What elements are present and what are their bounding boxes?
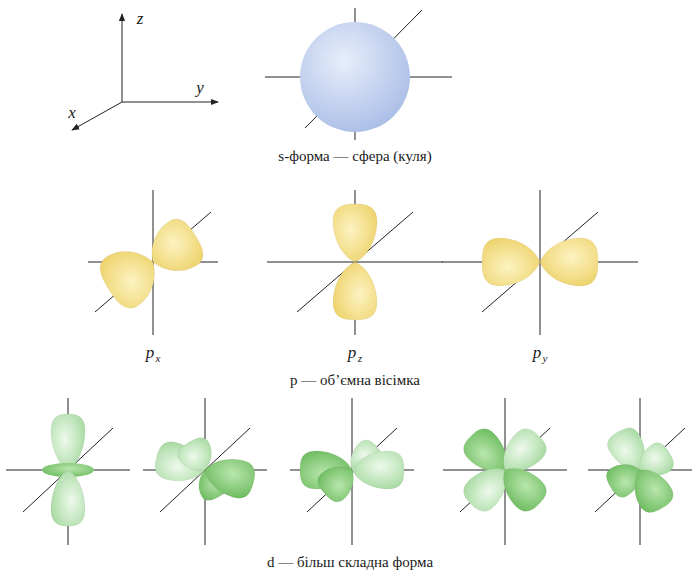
caption: s-форма — сфера (куля) — [278, 149, 431, 164]
d-lobe — [51, 414, 85, 470]
d-orbital — [290, 398, 414, 545]
py-orbital — [442, 190, 638, 335]
p-lobe — [333, 262, 377, 320]
d-orbital — [6, 398, 130, 545]
d-lobe — [51, 470, 85, 526]
pz-orbital — [267, 190, 443, 335]
p-lobe — [94, 237, 169, 314]
subscript: z — [358, 353, 362, 364]
d-orbital — [443, 398, 567, 545]
s-orbital — [265, 8, 452, 140]
orbital-label: p — [146, 344, 155, 361]
d-lobe — [492, 457, 551, 516]
axis-arrow — [122, 102, 218, 103]
d-orbital — [588, 398, 692, 545]
caption: p — об’ємна вісімка — [290, 373, 420, 388]
subscript: x — [156, 353, 161, 364]
coordinate-axes — [72, 14, 218, 130]
s-sphere — [300, 22, 410, 132]
caption: d — більш складна форма — [267, 555, 433, 570]
d-lobe — [174, 434, 219, 479]
axis-arrow — [72, 102, 122, 130]
orbital-label: p — [348, 344, 357, 361]
orbital-label: p — [533, 344, 542, 361]
axis-arrow — [122, 14, 123, 102]
d-lobe — [313, 457, 362, 506]
d-lobe — [352, 451, 404, 489]
d-orbital — [143, 398, 267, 545]
p-lobe — [482, 238, 540, 286]
p-lobe — [540, 238, 598, 286]
axis-line — [482, 212, 598, 312]
axis-label: y — [196, 79, 204, 96]
axis-label: x — [68, 104, 76, 121]
p-lobe — [333, 204, 377, 262]
axis-label: z — [137, 10, 144, 27]
px-orbital — [88, 190, 218, 335]
d-lobe — [624, 461, 677, 517]
subscript: y — [543, 353, 548, 364]
